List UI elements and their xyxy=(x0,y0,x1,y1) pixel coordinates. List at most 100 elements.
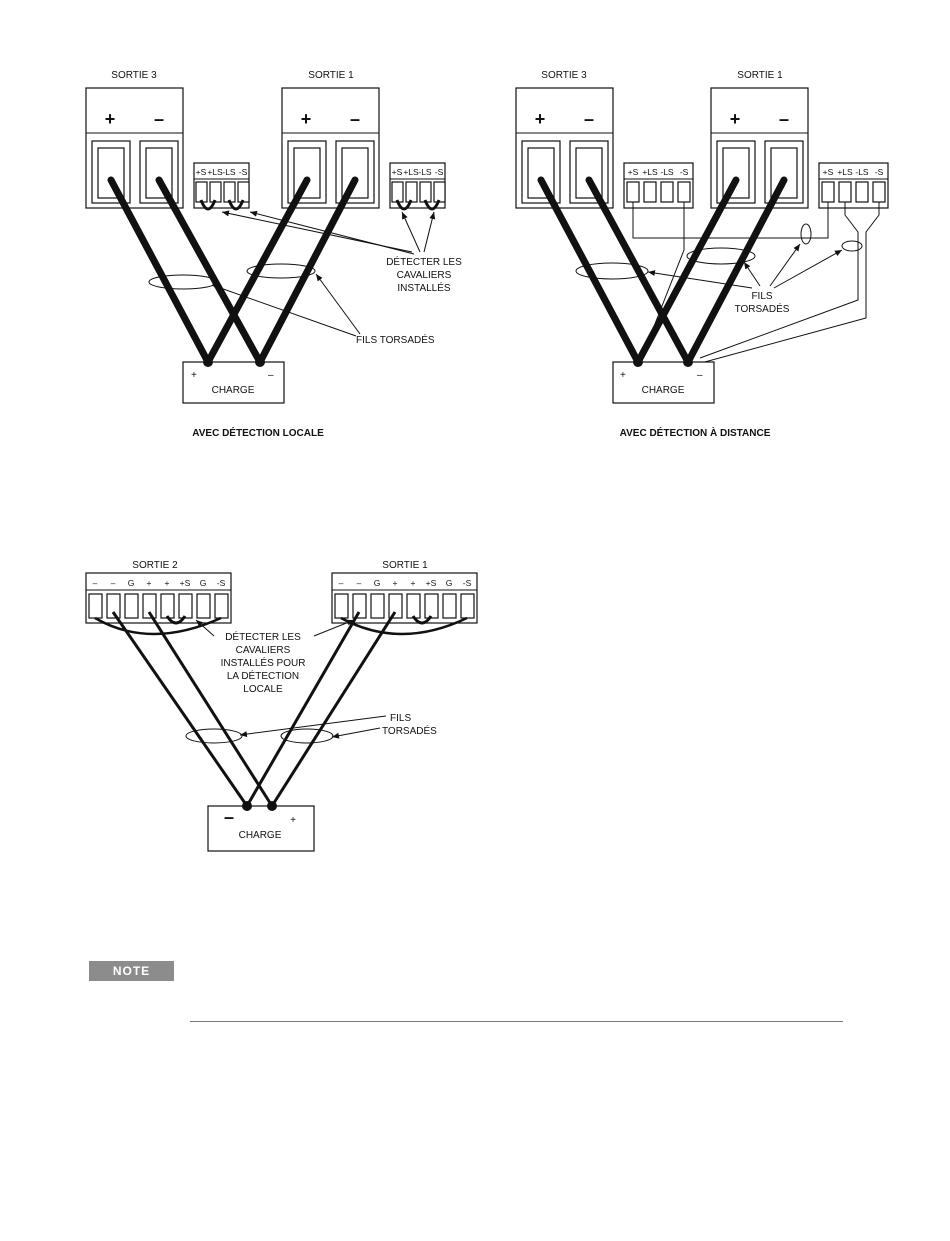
d1-load-label: CHARGE xyxy=(212,385,255,396)
d2-twisted-note-2: TORSADÉS xyxy=(735,302,790,315)
d1-jumper-note-1: DÉTECTER LES xyxy=(386,255,462,268)
d3-wire-o2-plus xyxy=(147,611,274,807)
d2-b-s1: +S xyxy=(823,167,834,177)
d3-twist-mark-left xyxy=(185,728,243,744)
d2-sense-block-a: +S +LS -LS -S xyxy=(623,162,694,209)
d1-b-s3: -LS xyxy=(418,167,432,177)
d2-sense-wire-3 xyxy=(699,202,859,359)
d2-load-plus: + xyxy=(620,370,626,381)
d3-load-plus: + xyxy=(290,815,296,826)
d3-load-minus: – xyxy=(224,807,234,827)
d3-load: – + CHARGE xyxy=(207,801,315,852)
d2-sense-wire-4 xyxy=(689,202,880,367)
diagram-local-sense: SORTIE 3 SORTIE 1 + – + – xyxy=(85,70,462,439)
d2-o1-plus: + xyxy=(730,109,741,129)
d2-output3-terminal: + – xyxy=(515,87,614,209)
d3-output1-strip: – – G + + +S G -S xyxy=(331,572,478,636)
d1-twisted-note: FILS TORSADÉS xyxy=(356,333,435,346)
d3-wire-o2-minus xyxy=(111,611,249,807)
d3-load-label: CHARGE xyxy=(239,830,282,841)
d2-caption: AVEC DÉTECTION À DISTANCE xyxy=(620,426,771,439)
d1-a-s3: -LS xyxy=(222,167,236,177)
d3-l-t8: -S xyxy=(217,578,226,588)
d1-a-s4: -S xyxy=(239,167,248,177)
d1-o3-minus: – xyxy=(154,109,164,129)
section-divider xyxy=(190,1021,843,1022)
d2-b-s2: +LS xyxy=(837,167,853,177)
d1-output3-title: SORTIE 3 xyxy=(111,70,157,81)
d2-a-s1: +S xyxy=(628,167,639,177)
d1-twist-mark-right xyxy=(246,263,316,279)
d1-wire-o3-plus xyxy=(107,176,212,366)
d1-load-plus: + xyxy=(191,370,197,381)
d2-load-label: CHARGE xyxy=(642,385,685,396)
diagram-terminal-strip: SORTIE 2 SORTIE 1 – – G + + +S G -S xyxy=(85,560,478,852)
note-badge: NOTE xyxy=(89,961,174,981)
d3-wire-o1-minus xyxy=(245,611,361,807)
d1-output1-terminal: + – xyxy=(281,87,380,209)
d1-o1-plus: + xyxy=(301,109,312,129)
d3-r-t5: + xyxy=(411,578,416,588)
d3-l-jumper-minus xyxy=(94,616,222,636)
d1-load-minus: – xyxy=(268,370,274,381)
d3-r-t1: – xyxy=(339,578,344,588)
d3-r-t3: G xyxy=(374,578,381,588)
d3-jumper-note-1: DÉTECTER LES xyxy=(225,630,301,643)
d1-b-s2: +LS xyxy=(403,167,419,177)
d2-o3-minus: – xyxy=(584,109,594,129)
d3-l-t2: – xyxy=(111,578,116,588)
d2-output1-terminal: + – xyxy=(710,87,809,209)
d2-twist-mark-sense1 xyxy=(800,223,812,245)
d1-sense-block-b: +S +LS -LS -S xyxy=(389,162,446,211)
d1-a-jumper1 xyxy=(199,199,217,211)
d3-l-t3: G xyxy=(128,578,135,588)
d3-output2-strip: – – G + + +S G -S xyxy=(85,572,232,636)
d3-wire-o1-plus xyxy=(270,611,397,807)
d2-sense-block-b: +S +LS -LS -S xyxy=(818,162,889,209)
d3-jumper-note-5: LOCALE xyxy=(243,684,283,695)
d3-jumper-note-2: CAVALIERS xyxy=(236,645,291,656)
d2-twist-mark-sense2 xyxy=(841,240,863,252)
d2-wire-o3-minus xyxy=(585,176,692,366)
d1-wire-o1-plus xyxy=(204,176,311,366)
d3-l-t4: + xyxy=(147,578,152,588)
d3-output2-title: SORTIE 2 xyxy=(132,560,178,571)
d2-sense-wire-1 xyxy=(632,202,829,239)
d2-twisted-note-1: FILS xyxy=(751,291,772,302)
d1-wire-o1-minus xyxy=(256,176,359,366)
d1-o3-plus: + xyxy=(105,109,116,129)
d1-a-jumper2 xyxy=(227,199,245,211)
d2-o1-minus: – xyxy=(779,109,789,129)
d3-l-t1: – xyxy=(93,578,98,588)
d3-jumper-note-4: LA DÉTECTION xyxy=(227,669,299,682)
d2-o3-plus: + xyxy=(535,109,546,129)
d3-l-t5: + xyxy=(165,578,170,588)
d2-wire-o1-plus xyxy=(634,176,740,366)
d2-a-s3: -LS xyxy=(660,167,674,177)
d2-a-s4: -S xyxy=(680,167,689,177)
d2-load-minus: – xyxy=(697,370,703,381)
d2-load: + – CHARGE xyxy=(612,357,715,404)
d3-r-t6: +S xyxy=(426,578,437,588)
d3-l-jumper-plus xyxy=(165,615,187,625)
d1-b-jumper2 xyxy=(423,199,441,211)
d1-jumper-note-2: CAVALIERS xyxy=(397,270,452,281)
d2-wire-o1-minus xyxy=(684,176,788,366)
d1-b-jumper1 xyxy=(395,199,413,211)
d3-output1-title: SORTIE 1 xyxy=(382,560,428,571)
d1-b-s1: +S xyxy=(392,167,403,177)
d1-a-s2: +LS xyxy=(207,167,223,177)
d1-twist-mark-left xyxy=(148,274,218,290)
d3-r-t2: – xyxy=(357,578,362,588)
d3-r-jumper-plus xyxy=(411,615,433,625)
d2-output1-title: SORTIE 1 xyxy=(737,70,783,81)
d1-output1-title: SORTIE 1 xyxy=(308,70,354,81)
diagram-remote-sense: SORTIE 3 SORTIE 1 + – + – +S +LS xyxy=(515,70,889,439)
d3-r-jumper-minus xyxy=(340,616,468,636)
d3-r-t8: -S xyxy=(463,578,472,588)
d2-output3-title: SORTIE 3 xyxy=(541,70,587,81)
d1-caption: AVEC DÉTECTION LOCALE xyxy=(192,426,324,439)
d2-wire-o3-plus xyxy=(537,176,642,366)
d2-twist-mark-right xyxy=(686,247,756,265)
